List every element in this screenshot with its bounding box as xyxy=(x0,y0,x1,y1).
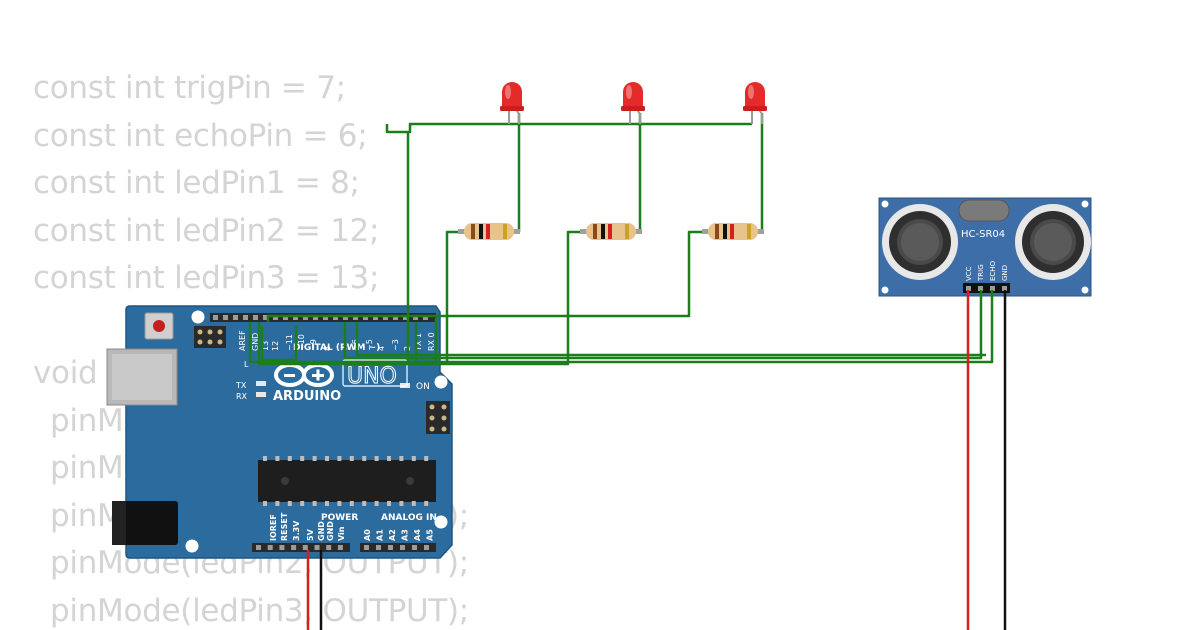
power-label: POWER xyxy=(321,513,358,523)
code-line: const int ledPin1 = 8; xyxy=(33,165,360,201)
power-pin-label: GND xyxy=(317,521,326,541)
analog-pin-label: A5 xyxy=(426,529,435,541)
pin-label: TX 1 xyxy=(414,333,423,352)
tx-led-label: TX xyxy=(235,381,247,390)
pin-label: ~6 xyxy=(351,339,360,351)
code-line: const int echoPin = 6; xyxy=(33,117,368,154)
pin-label: ~3 xyxy=(391,339,400,351)
analog-pin-label: A1 xyxy=(376,529,385,541)
sensor-pin-label: TRIG xyxy=(977,264,985,282)
resistor[interactable] xyxy=(580,223,642,240)
uno-label: UNO xyxy=(347,364,397,389)
pin-label: ~11 xyxy=(285,334,294,351)
pin-label: ~5 xyxy=(365,339,374,351)
sensor-transducer-left xyxy=(882,204,958,280)
power-pin-label: RESET xyxy=(280,512,289,541)
pin-label: GND xyxy=(251,333,260,351)
pin-label: 12 xyxy=(271,341,280,351)
wire-resistor2-pin12[interactable] xyxy=(257,230,580,366)
analog-pin-label: A3 xyxy=(401,529,410,541)
wire-trig[interactable] xyxy=(343,290,983,360)
sensor-hole xyxy=(881,286,889,294)
analog-pin-label: A2 xyxy=(388,529,397,541)
led-group xyxy=(500,82,767,124)
sensor-pin-label: GND xyxy=(1001,265,1009,281)
pin-label: ~10 xyxy=(297,334,306,351)
on-led-label: ON xyxy=(416,382,430,392)
sensor-hole xyxy=(881,200,889,208)
resistor[interactable] xyxy=(458,223,520,240)
red-led[interactable] xyxy=(621,82,645,124)
pin-label: 4 xyxy=(377,346,386,351)
analog-header xyxy=(360,543,436,552)
code-line: const int ledPin2 = 12; xyxy=(33,212,380,249)
code-line: const int ledPin3 = 13; xyxy=(33,260,380,296)
reset-button-cap xyxy=(153,320,165,332)
sensor-pin-label: ECHO xyxy=(989,260,997,281)
analog-pin-label: A0 xyxy=(363,529,372,541)
wire-gnd-sensor[interactable] xyxy=(248,290,994,364)
analog-label: ANALOG IN xyxy=(381,513,437,523)
dc-power-jack xyxy=(112,501,178,545)
power-pin-label: GND xyxy=(326,521,335,541)
sensor-name: HC-SR04 xyxy=(961,229,1005,240)
sensor-pin-label: VCC xyxy=(965,266,973,281)
sensor-crystal xyxy=(958,199,1010,222)
usb-connector-inner xyxy=(112,354,172,400)
wire-resistor3-pin13[interactable] xyxy=(266,230,703,322)
atmega-chip xyxy=(258,456,436,506)
mounting-hole xyxy=(191,310,205,324)
code-line: const int trigPin = 7; xyxy=(33,70,346,106)
mounting-hole xyxy=(185,539,199,553)
wires xyxy=(248,113,1007,630)
arduino-brand: ARDUINO xyxy=(273,389,341,404)
red-led[interactable] xyxy=(743,82,767,124)
sensor-hole xyxy=(1081,286,1089,294)
pin-label: 8 xyxy=(323,346,332,351)
red-led[interactable] xyxy=(500,82,524,124)
power-pin-label: Vin xyxy=(337,526,346,541)
sensor-header xyxy=(963,283,1010,293)
power-pin-label: 3.3V xyxy=(292,520,301,541)
power-header xyxy=(252,543,350,552)
code-line: pinMode(ledPin3, OUTPUT); xyxy=(50,592,469,629)
tx-led xyxy=(256,381,266,386)
sensor-header-pins xyxy=(966,286,1007,291)
digital-header-pins xyxy=(213,315,428,320)
analog-pin-label: A4 xyxy=(413,529,422,541)
wire-gnd-rail[interactable] xyxy=(385,122,752,134)
wire-gnd-loop[interactable] xyxy=(260,326,298,362)
rx-led-label: RX xyxy=(236,392,248,401)
icsp-header-right xyxy=(426,401,450,434)
icsp-header-top xyxy=(194,326,226,348)
hc-sr04-sensor[interactable]: HC-SR04 VCC TRIG ECHO GND xyxy=(878,197,1092,297)
wire-resistor1-pin8[interactable] xyxy=(445,230,458,362)
resistor[interactable] xyxy=(702,223,764,240)
mounting-hole xyxy=(434,515,448,529)
pin-label: AREF xyxy=(238,330,247,351)
dc-power-jack-edge xyxy=(112,501,126,545)
pin-label: RX 0 xyxy=(427,332,436,351)
l-led-label: L xyxy=(244,360,249,369)
pin-label: ~9 xyxy=(309,339,318,351)
uno-badge xyxy=(342,359,408,387)
power-pin-label: IOREF xyxy=(269,514,278,541)
power-pin-label: 5V xyxy=(306,528,315,541)
mounting-hole xyxy=(434,375,448,389)
pin-label: 13 xyxy=(261,341,270,351)
bottom-header-pins xyxy=(256,545,429,550)
digital-label: DIGITAL (PWM ~) xyxy=(293,343,380,353)
resistor-group xyxy=(458,223,764,240)
wire-echo[interactable] xyxy=(355,322,986,357)
sensor-transducer-right xyxy=(1015,204,1091,280)
sensor-hole xyxy=(1081,200,1089,208)
rx-led xyxy=(256,392,266,397)
sensor-pin-labels: VCC TRIG ECHO GND xyxy=(965,260,1009,282)
